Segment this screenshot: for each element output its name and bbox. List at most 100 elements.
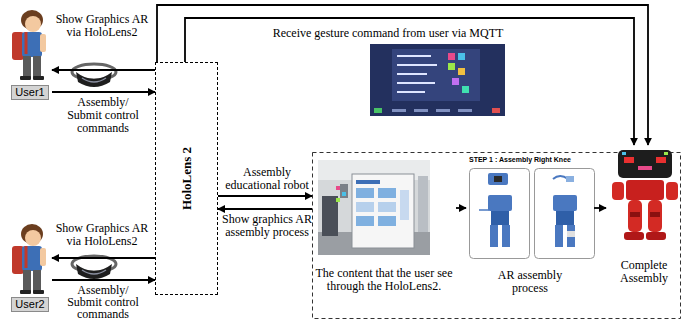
robot-illustration	[612, 150, 678, 240]
user-illustration	[12, 224, 46, 294]
edge-label: Assembly educational robot	[220, 166, 314, 192]
robot-illustration	[650, 212, 660, 217]
arrow-connector	[218, 208, 312, 210]
hololens-view-photo	[336, 186, 340, 190]
robot-illustration	[638, 166, 652, 170]
robot-illustration	[612, 182, 624, 200]
ar-step-panels	[556, 211, 574, 225]
user-label: User2	[11, 297, 48, 312]
ar-step-panels	[488, 173, 508, 185]
hololens-box: HoloLens 2	[155, 62, 218, 295]
robot-illustration	[624, 232, 644, 240]
app-screenshot	[448, 53, 455, 60]
user-illustration	[25, 32, 28, 54]
edge-label: Show graphics AR assembly process	[220, 213, 314, 239]
headset-icon	[82, 270, 106, 274]
app-screenshot	[414, 109, 428, 112]
robot-illustration	[618, 150, 672, 178]
arrow-connector	[185, 18, 634, 145]
user-illustration	[40, 248, 46, 266]
user-illustration	[33, 290, 44, 294]
arrow-connector	[594, 207, 606, 209]
app-screenshot	[492, 108, 500, 113]
app-screenshot	[397, 55, 431, 57]
user-illustration	[22, 246, 42, 271]
user-illustration	[25, 16, 41, 32]
ar-step-panels	[488, 195, 512, 211]
arrow-connector	[52, 69, 155, 71]
hololens-view-photo	[336, 198, 340, 202]
vertical-title: HoloLens 2	[179, 147, 194, 210]
ar-step-panels	[490, 225, 498, 247]
ar-step-panels	[553, 176, 568, 179]
arrow-connector	[52, 91, 155, 93]
user-illustration	[20, 76, 31, 80]
ar-step-panels	[470, 169, 595, 259]
app-screenshot	[374, 108, 382, 113]
caption: The content that the user see through th…	[312, 267, 456, 293]
app-screenshot	[462, 86, 469, 93]
app-screenshot	[397, 73, 427, 75]
edge-label: Assembly/ Submit control commands	[60, 284, 146, 320]
user-illustration	[33, 270, 41, 291]
hololens-view-photo	[318, 160, 430, 255]
robot-illustration	[630, 212, 640, 217]
step-title: STEP 1 : Assembly Right Knee	[469, 155, 571, 164]
hololens-view-photo	[352, 174, 414, 248]
user-illustration	[33, 76, 44, 80]
robot-illustration	[656, 157, 666, 163]
robot-illustration	[646, 232, 666, 240]
app-screenshot	[452, 78, 459, 85]
arrow-connector	[157, 5, 648, 145]
hololens-view-photo	[400, 190, 409, 220]
ar-step-panels	[491, 211, 509, 225]
user-illustration	[23, 56, 31, 77]
arrow-connector	[52, 279, 155, 281]
robot-illustration	[622, 152, 626, 155]
user-illustration	[25, 246, 28, 268]
app-screenshot	[392, 109, 406, 112]
user-illustration	[12, 10, 46, 80]
headset-icon	[76, 264, 112, 279]
robot-illustration	[624, 157, 634, 163]
app-screenshot	[397, 64, 437, 66]
hololens-view-photo	[340, 184, 348, 198]
headset-icon	[76, 72, 112, 87]
ar-step-panels	[479, 209, 489, 211]
app-screenshot	[397, 82, 435, 84]
arrow-connector	[218, 195, 312, 197]
robot-illustration	[648, 200, 662, 232]
arrow-connector	[456, 207, 466, 209]
hololens-view-photo	[318, 160, 430, 255]
robot-illustration	[664, 152, 668, 155]
robot-illustration	[628, 200, 642, 232]
user-node: User2	[8, 222, 52, 312]
app-screenshot	[458, 109, 472, 112]
caption: AR assembly process	[490, 269, 570, 295]
ar-step-panels	[566, 176, 574, 182]
app-screenshot	[397, 91, 425, 93]
ar-step-panels	[535, 169, 595, 259]
robot-illustration	[626, 180, 664, 200]
hololens-view-photo	[356, 180, 380, 184]
user-illustration	[25, 230, 41, 246]
hololens-view-photo	[378, 202, 396, 212]
app-screenshot	[370, 44, 505, 116]
app-screenshot	[448, 63, 455, 70]
hololens-view-photo	[378, 216, 396, 226]
ar-steps-panel: STEP 1 : Assembly Right Knee AR assembly …	[466, 155, 594, 295]
hololens-view-photo	[322, 196, 338, 236]
app-screenshot	[458, 53, 465, 60]
ar-step-panels	[553, 195, 577, 211]
hololens-view-photo	[356, 202, 374, 212]
hololens-view-photo	[418, 176, 428, 232]
headset-icon	[72, 256, 116, 279]
hololens-view-photo	[356, 188, 374, 198]
ar-step-panels	[567, 225, 575, 247]
edge-label: Show Graphics AR via HoloLens2	[52, 222, 152, 248]
ar-step-panels	[502, 225, 510, 247]
hololens-view-photo	[356, 216, 374, 226]
ar-step-panels	[567, 231, 575, 237]
hololens-view-photo	[378, 188, 396, 198]
